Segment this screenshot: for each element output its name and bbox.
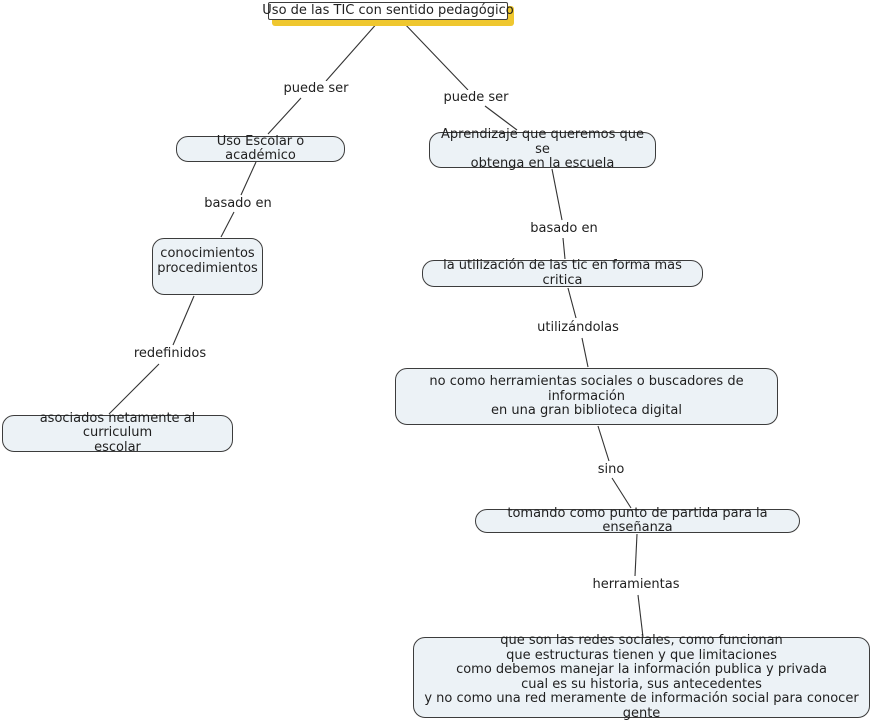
- concept-node-aprendizaje[interactable]: Aprendizaje que queremos que se obtenga …: [429, 128, 656, 171]
- connector-line: [581, 337, 589, 368]
- concept-node-no-como-herramientas[interactable]: no como herramientas sociales o buscador…: [395, 368, 778, 425]
- concept-node-root-selected[interactable]: Uso de las TIC con sentido pedagógico: [262, 2, 514, 20]
- connector-line: [567, 287, 577, 319]
- connector-line: [325, 20, 380, 82]
- linking-phrase-utilizandolas[interactable]: utilizándolas: [535, 320, 621, 335]
- connector-line: [220, 211, 235, 238]
- linking-phrase-basado-en-left[interactable]: basado en: [202, 196, 274, 211]
- concept-node-que-son-redes-sociales[interactable]: que son las redes sociales, como funcion…: [413, 633, 870, 720]
- linking-phrase-puede-ser-right[interactable]: puede ser: [441, 90, 511, 105]
- concept-node-asociados[interactable]: asociados netamente al curriculum escola…: [2, 411, 233, 455]
- linking-phrase-puede-ser-left[interactable]: puede ser: [281, 81, 351, 96]
- connector-line: [484, 105, 518, 131]
- concept-node-uso-escolar[interactable]: Uso Escolar o académico: [176, 134, 345, 163]
- linking-phrase-herramientas[interactable]: herramientas: [590, 577, 682, 592]
- connector-line: [401, 20, 469, 91]
- connector-line: [551, 168, 563, 221]
- concept-node-tomando-punto-partida[interactable]: tomando como punto de partida para la en…: [475, 506, 800, 535]
- linking-phrase-sino[interactable]: sino: [595, 462, 627, 477]
- connector-line: [172, 295, 195, 346]
- concept-node-utilizacion-tic[interactable]: la utilización de las tic en forma mas c…: [422, 258, 703, 287]
- concept-node-conocimientos[interactable]: conocimientos procedimientos: [152, 238, 263, 295]
- linking-phrase-redefinidos[interactable]: redefinidos: [131, 346, 209, 361]
- connector-line: [637, 594, 644, 638]
- connector-line: [267, 97, 302, 135]
- connector-line: [611, 477, 632, 509]
- connector-line: [634, 533, 638, 577]
- connector-line: [597, 425, 610, 462]
- linking-phrase-basado-en-right[interactable]: basado en: [528, 221, 600, 236]
- connector-line: [562, 237, 566, 260]
- connector-line: [240, 161, 257, 196]
- connector-line: [108, 363, 160, 415]
